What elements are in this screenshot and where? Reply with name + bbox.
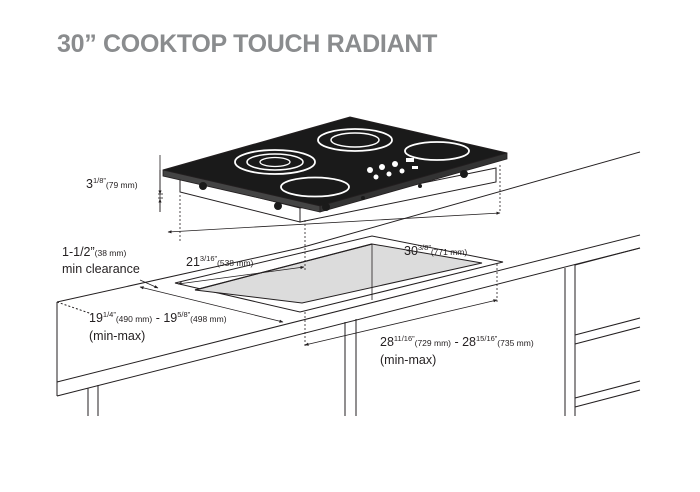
dimension-lines [139,155,501,348]
cutout-length-dimension-label: 2811/16”(729 mm) - 2815/16”(735 mm) [380,334,534,349]
clearance-caption-label: min clearance [62,262,140,276]
cutout-depth-range-label: (min-max) [89,329,146,343]
cutout-depth-dimension-label: 191/4”(490 mm) - 195/8”(498 mm) [89,310,227,325]
cooktop [162,116,508,223]
touch-controls [367,158,418,180]
cooktop-feet [199,170,468,211]
clearance-dimension-label: 1-1/2”(38 mm) [62,245,127,259]
page-title: 30” COOKTOP TOUCH RADIANT [57,30,438,58]
cutout-length-range-label: (min-max) [380,353,437,367]
height-dimension-label: 31/8”(79 mm) [86,176,138,191]
cooktop-width-dimension-label: 303/8”(771 mm) [404,243,468,258]
burner-rings [234,128,470,198]
cutout-width-dimension-label: 213/16”(538 mm) [186,254,254,269]
